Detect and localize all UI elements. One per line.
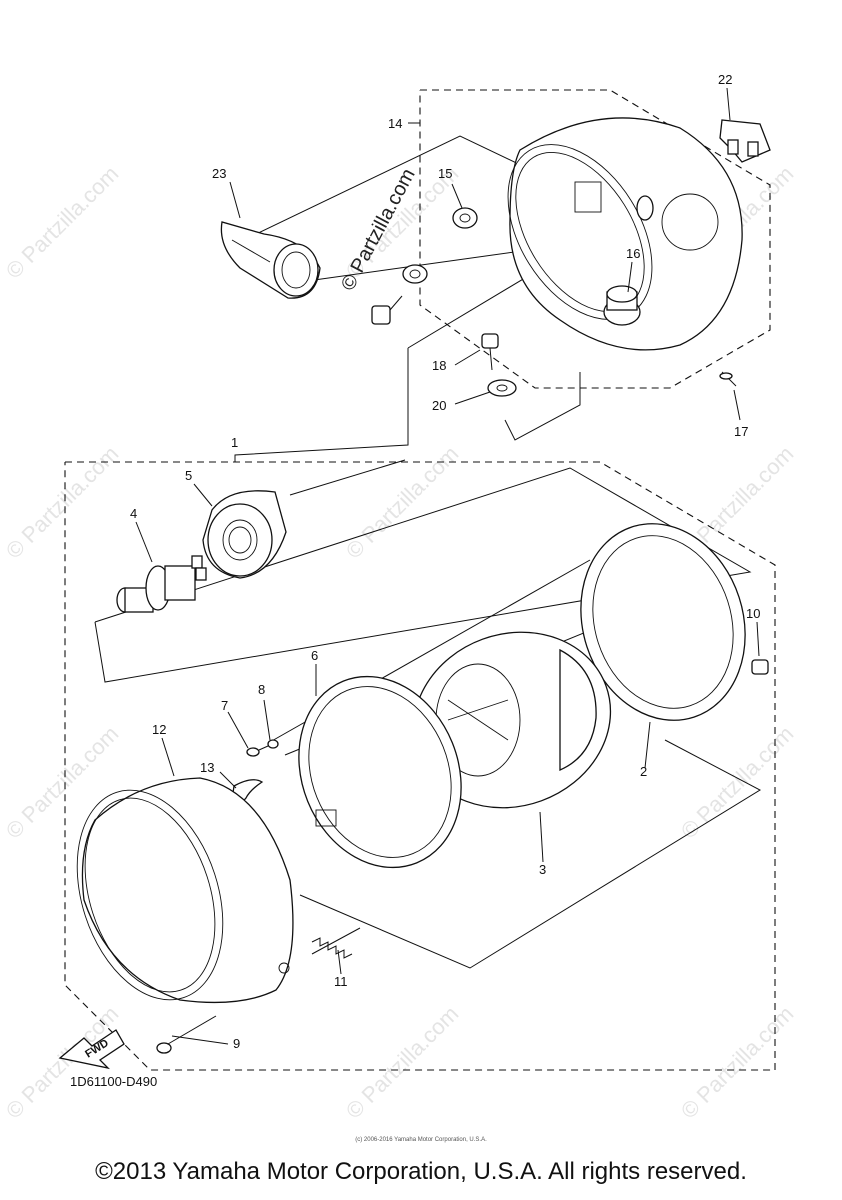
part-6-mounting-ring [298,675,462,869]
part-17-screw [719,371,737,387]
part-9-screw [156,1015,217,1054]
callout-6: 6 [311,648,318,663]
callout-17: 17 [734,424,748,439]
part-5-socket [202,490,287,579]
fine-print: (c) 2006-2016 Yamaha Motor Corporation, … [355,1137,487,1143]
callout-16: 16 [626,246,640,261]
watermark: © Partzilla.com [1,161,124,284]
callout-5: 5 [185,468,192,483]
callout-23: 23 [212,166,226,181]
callout-22: 22 [718,72,732,87]
part-2-rim [580,523,746,721]
part-10-nut [751,659,769,675]
part-7-screw [246,745,269,757]
diagram-code: 1D61100-D490 [70,1074,158,1089]
copyright-footer: ©2013 Yamaha Motor Corporation, U.S.A. A… [95,1158,747,1185]
callout-3: 3 [539,862,546,877]
callout-18: 18 [432,358,446,373]
part-housing-shell [507,117,743,351]
callouts: 14 22 23 15 16 18 20 17 1 5 4 10 6 8 7 1… [130,72,760,1051]
watermark: © Partzilla.com [341,1001,464,1124]
callout-11: 11 [334,974,348,989]
watermark: © Partzilla.com [676,721,799,844]
callout-10: 10 [746,606,760,621]
part-4-bulb [116,555,207,613]
callout-leaders [135,87,760,1045]
callout-2: 2 [640,764,647,779]
boundary-headlight-assembly [64,461,776,1071]
callout-7: 7 [221,698,228,713]
part-16-grommet [603,285,641,326]
part-23-sleeve [220,221,321,299]
part-22-clip [719,119,771,163]
part-bolt [371,295,403,325]
callout-15: 15 [438,166,452,181]
part-collar [402,264,428,284]
watermark: © Partzilla.com [341,441,464,564]
watermark: © Partzilla.com [1,1001,124,1124]
part-8-washer [267,739,279,749]
callout-13: 13 [200,760,214,775]
callout-14: 14 [388,116,402,131]
assembly-boundaries [64,89,776,1071]
boundary-housing-assembly [419,89,771,389]
callout-8: 8 [258,682,265,697]
callout-9: 9 [233,1036,240,1051]
part-3-reflector [412,631,612,809]
callout-20: 20 [432,398,446,413]
callout-12: 12 [152,722,166,737]
part-20-washer [487,379,517,397]
callout-1: 1 [231,435,238,450]
part-11-spring [311,927,361,959]
watermark: © Partzilla.com [1,441,124,564]
watermark: © Partzilla.com [676,1001,799,1124]
part-15-grommet [452,207,478,229]
part-12-bezel [76,777,294,1004]
callout-4: 4 [130,506,137,521]
part-18-bolt [481,333,499,371]
